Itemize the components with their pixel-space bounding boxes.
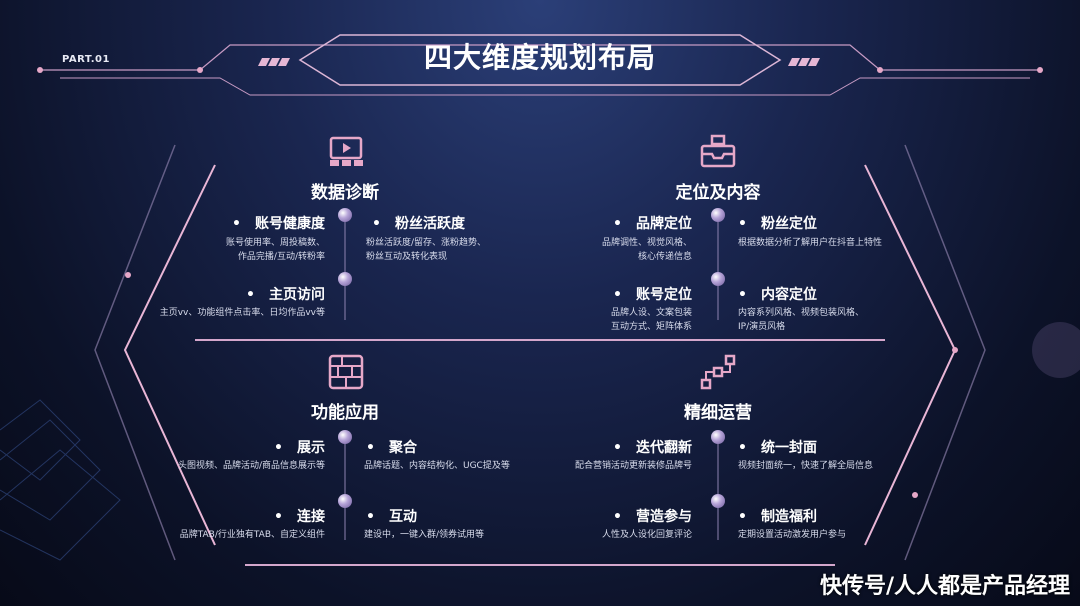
quadrant-title-positioning-content: 定位及内容 (675, 183, 761, 203)
item-label: 品牌定位 (613, 213, 692, 233)
item-desc: 视频封面统一，快速了解全局信息 (738, 461, 874, 471)
quadrant-title-fine-operation: 精细运营 (684, 403, 752, 423)
item-label: 聚合 (366, 437, 417, 457)
box-tray-icon (700, 134, 736, 168)
item-desc: 品牌话题、内容结构化、UGC提及等 (364, 461, 510, 471)
flow-nodes-icon (700, 354, 736, 390)
item-label: 粉丝定位 (738, 213, 817, 233)
monitor-video-icon (329, 136, 363, 166)
timeline-dot (711, 272, 725, 286)
timeline-dot (338, 430, 352, 444)
quadrant-title-data-diagnosis: 数据诊断 (311, 183, 379, 203)
item-desc: 品牌调性、视觉风格、核心传递信息 (601, 238, 692, 262)
item-desc: 账号使用率、周投稿数、作品完播/互动/转粉率 (225, 238, 325, 262)
timeline-dot (338, 494, 352, 508)
item-desc: 内容系列风格、视频包装风格、IP/演员风格 (738, 308, 865, 332)
item-desc: 头图视频、品牌活动/商品信息展示等 (177, 461, 325, 471)
timeline-dot (711, 430, 725, 444)
timeline-dot (711, 494, 725, 508)
item-label: 营造参与 (613, 506, 692, 526)
page-title: 四大维度规划布局 (423, 41, 656, 74)
part-tag: PART.01 (62, 54, 110, 65)
item-label: 内容定位 (738, 284, 817, 304)
item-label: 主页访问 (246, 284, 325, 304)
item-desc: 定期设置活动激发用户参与 (738, 530, 847, 540)
item-desc: 人性及人设化回复评论 (601, 530, 692, 540)
item-desc: 建设中，一键入群/领券试用等 (364, 530, 485, 540)
item-desc: 根据数据分析了解用户在抖音上特性 (738, 238, 883, 248)
watermark: 快传号/人人都是产品经理 (819, 574, 1070, 599)
item-desc: 配合营销活动更新装修品牌号 (574, 461, 692, 471)
timeline-dot (338, 272, 352, 286)
item-desc: 品牌TAB/行业独有TAB、自定义组件 (179, 530, 325, 540)
item-label: 账号定位 (613, 284, 692, 304)
item-label: 互动 (366, 506, 417, 526)
item-label: 制造福利 (738, 506, 817, 526)
item-desc: 主页vv、功能组件点击率、日均作品vv等 (159, 308, 325, 318)
item-label: 粉丝活跃度 (372, 213, 465, 233)
item-desc: 粉丝活跃度/留存、涨粉趋势、粉丝互动及转化表现 (366, 238, 487, 262)
item-label: 连接 (274, 506, 325, 526)
item-label: 展示 (274, 437, 325, 457)
brick-wall-icon (328, 354, 364, 390)
item-label: 迭代翻新 (613, 437, 692, 457)
quadrant-title-function-application: 功能应用 (311, 403, 379, 423)
item-desc: 品牌人设、文案包装互动方式、矩阵体系 (610, 308, 692, 332)
item-label: 统一封面 (738, 437, 817, 457)
timeline-dot (338, 208, 352, 222)
item-label: 账号健康度 (232, 213, 325, 233)
timeline-dot (711, 208, 725, 222)
